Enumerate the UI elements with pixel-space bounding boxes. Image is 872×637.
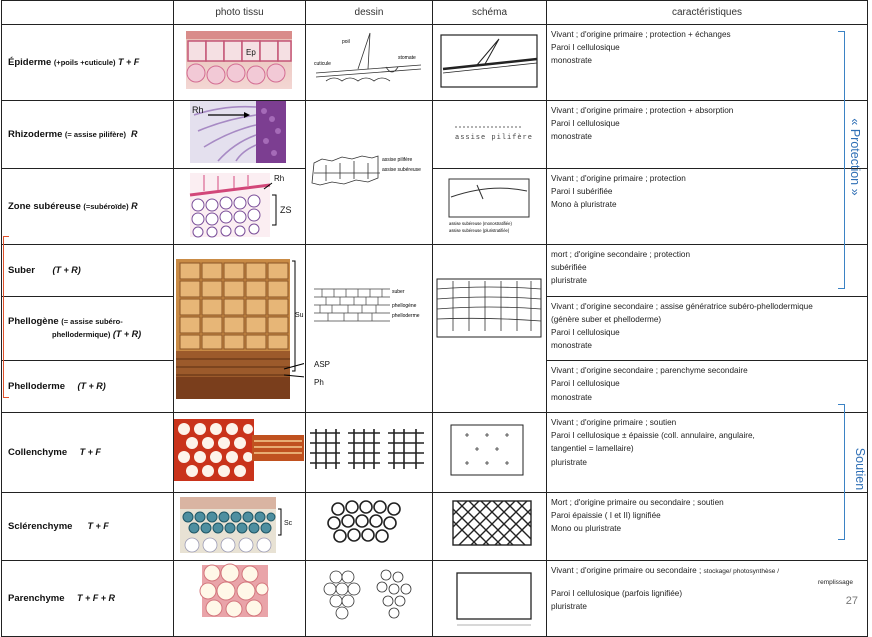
- row-sclerenchyme: Sclérenchyme T + F Sc: [1, 492, 868, 561]
- schema-epiderme: [432, 24, 547, 101]
- svg-text:phelloderme: phelloderme: [392, 313, 420, 319]
- svg-text:Su: Su: [295, 312, 304, 319]
- svg-text:phellogène: phellogène: [392, 303, 417, 309]
- ph-label: Ph: [314, 378, 324, 387]
- carac-collenchyme: Vivant ; d'origine primaire ; soutien Pa…: [546, 412, 868, 493]
- carac-rhizoderme: Vivant ; d'origine primaire ; protection…: [546, 100, 868, 169]
- photo-zone-subereuse: Rh ZS: [173, 168, 306, 245]
- parenchyme-schema-image: [456, 572, 532, 626]
- row-phelloderme: Phelloderme (T + R) Vivant ; d'origine s…: [1, 360, 868, 413]
- dessin-collenchyme: [305, 412, 433, 493]
- svg-text:stomate: stomate: [398, 55, 416, 61]
- svg-text:suber: suber: [392, 289, 405, 295]
- header-row: photo tissu dessin schéma caractéristiqu…: [1, 0, 868, 25]
- header-dessin: dessin: [305, 0, 433, 25]
- svg-text:Sc: Sc: [284, 520, 293, 527]
- epiderme-dessin-image: poil cuticule stomate: [314, 32, 422, 82]
- schema-rhizoderme: assise pilifère: [432, 100, 547, 169]
- dessin-parenchyme: [305, 560, 433, 637]
- parenchyme-dessin-image: [323, 569, 412, 620]
- tissue-name-phellogene: Phellogène (= assise subéro- phellodermi…: [1, 295, 174, 362]
- carac-phelloderme: Vivant ; d'origine secondaire ; parenchy…: [546, 360, 868, 413]
- sclerenchyme-schema-image: [452, 500, 532, 546]
- svg-text:assise subéreuse (pluristratif: assise subéreuse (pluristratifiée): [449, 228, 510, 233]
- svg-text:poil: poil: [342, 39, 350, 45]
- tissue-name-parenchyme: Parenchyme T + F + R: [1, 560, 174, 637]
- parenchyme-photo-image: [199, 563, 269, 618]
- photo-epiderme: Ep: [173, 24, 306, 101]
- carac-sclerenchyme: Mort ; d'origine primaire ou secondaire …: [546, 492, 868, 561]
- suber-dessin-image: suber phellogène phelloderme: [314, 288, 420, 322]
- svg-text:assise subéreuse: assise subéreuse: [382, 167, 421, 173]
- photo-collenchyme: [173, 412, 306, 493]
- photo-rhizoderme: Rh: [173, 100, 306, 169]
- row-zone-subereuse: Zone subéreuse (=subéroïde) R Rh ZS: [1, 168, 868, 245]
- tissue-name-sclerenchyme: Sclérenchyme T + F: [1, 492, 174, 561]
- svg-text:Ep: Ep: [246, 48, 256, 57]
- protection-label: « Protection »: [848, 118, 862, 196]
- schema-suber: [432, 244, 547, 413]
- row-collenchyme: Collenchyme T + F: [1, 412, 868, 493]
- collenchyme-schema-image: [450, 424, 524, 476]
- schema-zone-subereuse: assise subéreuse (monostratifiée) assise…: [432, 168, 547, 245]
- carac-phellogene: Vivant ; d'origine secondaire ; assise g…: [546, 295, 868, 362]
- tissue-name-zone-subereuse: Zone subéreuse (=subéroïde) R: [1, 168, 174, 245]
- row-suber: Suber (T + R) Su: [1, 244, 868, 413]
- sclerenchyme-photo-image: Sc: [180, 497, 293, 553]
- header-schema: schéma: [432, 0, 547, 25]
- epiderme-schema-image: [440, 34, 538, 88]
- tissue-name-collenchyme: Collenchyme T + F: [1, 412, 174, 493]
- protection-bracket: [838, 31, 845, 289]
- collenchyme-dessin-image: [310, 429, 424, 469]
- rhizoderme-photo-image: Rh: [190, 101, 286, 163]
- soutien-bracket: [838, 404, 845, 540]
- svg-text:assise pilifère: assise pilifère: [455, 134, 533, 142]
- zone-subereuse-photo-image: Rh ZS: [189, 173, 292, 238]
- photo-parenchyme: [173, 560, 306, 637]
- tissue-name-suber: Suber (T + R): [1, 244, 174, 297]
- asp-label: ASP: [314, 360, 331, 369]
- row-epiderme: Épiderme (+poils +cuticule) T + F Ep: [1, 24, 868, 101]
- header-caracteristiques: caractéristiques: [546, 0, 868, 25]
- schema-collenchyme: [432, 412, 547, 493]
- suber-photo-image: Su: [176, 259, 305, 399]
- tissue-name-rhizoderme: Rhizoderme (= assise pilifère) R: [1, 100, 174, 169]
- epiderme-photo-image: Ep: [186, 31, 292, 89]
- dessin-epiderme: poil cuticule stomate: [305, 24, 433, 101]
- carac-zone-subereuse: Vivant ; d'origine primaire ; protection…: [546, 168, 868, 245]
- suber-schema-image: [436, 278, 542, 338]
- photo-suber-phellogene-phelloderme: Su: [173, 244, 306, 413]
- svg-text:assise pilifère: assise pilifère: [382, 157, 413, 163]
- rhizoderme-schema-image: assise pilifère: [455, 126, 533, 142]
- header-empty: [1, 0, 174, 25]
- tissue-name-phelloderme: Phelloderme (T + R): [1, 360, 174, 413]
- row-rhizoderme: Rhizoderme (= assise pilifère) R Rh: [1, 100, 868, 245]
- dessin-suber: suber phellogène phelloderme: [305, 244, 433, 413]
- row-phellogene: Phellogène (= assise subéro- phellodermi…: [1, 295, 868, 362]
- header-photo: photo tissu: [173, 0, 306, 25]
- carac-parenchyme: Vivant ; d'origine primaire ou secondair…: [546, 560, 868, 637]
- dessin-sclerenchyme: [305, 492, 433, 561]
- svg-text:Rh: Rh: [274, 174, 284, 183]
- svg-text:assise subéreuse (monostratifi: assise subéreuse (monostratifiée): [449, 221, 512, 226]
- dessin-rhizoderme-zone: assise pilifère assise subéreuse: [305, 100, 433, 245]
- svg-text:ZS: ZS: [280, 205, 292, 215]
- carac-epiderme: Vivant ; d'origine primaire ; protection…: [546, 24, 868, 101]
- schema-sclerenchyme: [432, 492, 547, 561]
- zone-subereuse-schema-image: assise subéreuse (monostratifiée) assise…: [448, 178, 530, 233]
- photo-sclerenchyme: Sc: [173, 492, 306, 561]
- sclerenchyme-dessin-image: [327, 500, 401, 543]
- row-parenchyme: Parenchyme T + F + R: [1, 560, 868, 637]
- tissue-name-epiderme: Épiderme (+poils +cuticule) T + F: [1, 24, 174, 101]
- periderm-bracket: [3, 236, 9, 398]
- collenchyme-photo-image: [174, 419, 304, 481]
- svg-text:Rh: Rh: [192, 105, 204, 115]
- svg-text:cuticule: cuticule: [314, 61, 331, 67]
- soutien-label: Soutien: [853, 447, 867, 491]
- rhizoderme-dessin-image: assise pilifère assise subéreuse: [311, 155, 421, 186]
- schema-parenchyme: [432, 560, 547, 637]
- carac-suber: mort ; d'origine secondaire ; protection…: [546, 244, 868, 297]
- page-number: 27: [845, 595, 858, 607]
